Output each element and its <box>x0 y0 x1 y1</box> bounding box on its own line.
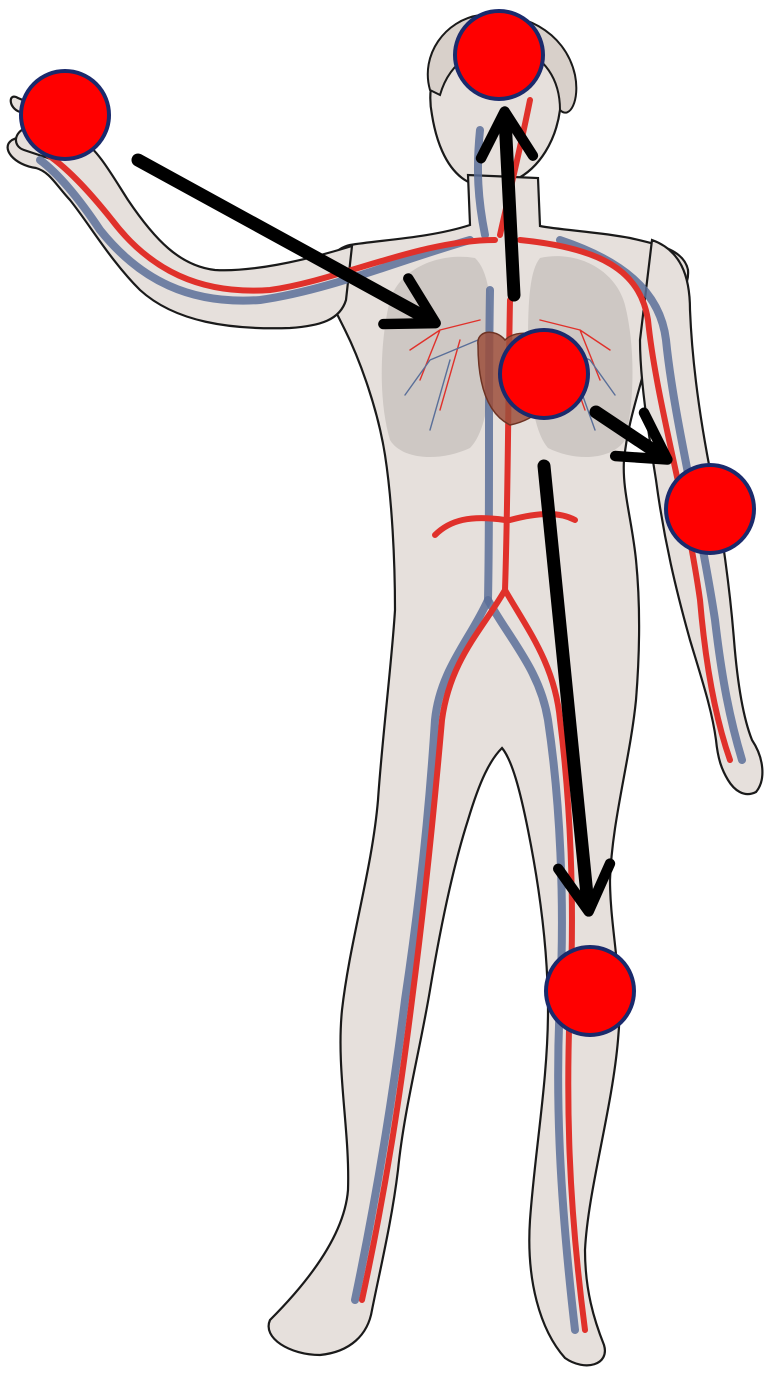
knee-node <box>546 947 634 1035</box>
arrow-heart-to-head <box>505 118 514 295</box>
raised-hand-node <box>21 71 109 159</box>
left-arm-node <box>666 465 754 553</box>
heart-node <box>500 330 588 418</box>
head-node <box>455 11 543 99</box>
